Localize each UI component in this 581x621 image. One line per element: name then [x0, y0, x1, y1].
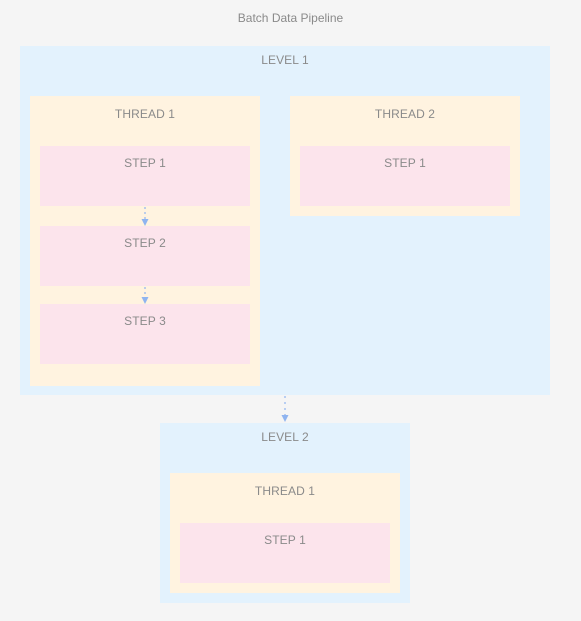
arrow-level1-to-level2 — [281, 396, 289, 422]
level-1-thread-1: THREAD 1 STEP 1 STEP 2 STEP 3 — [30, 96, 260, 386]
level-1-label: LEVEL 1 — [261, 53, 309, 67]
level-2-label: LEVEL 2 — [261, 430, 309, 444]
level-2-thread-1-label: THREAD 1 — [254, 484, 316, 498]
level-2-thread-1: THREAD 1 STEP 1 — [170, 473, 400, 593]
thread-1-label: THREAD 1 — [114, 107, 176, 121]
step-label: STEP 1 — [384, 156, 426, 170]
level-1-container: LEVEL 1 THREAD 1 STEP 1 STEP 2 STEP 3 TH… — [20, 46, 550, 395]
thread-1-step-1: STEP 1 — [40, 146, 250, 206]
step-label: STEP 2 — [124, 236, 166, 250]
level-2-thread-1-step-1: STEP 1 — [180, 523, 390, 583]
thread-1-step-3: STEP 3 — [40, 304, 250, 364]
step-label: STEP 1 — [264, 533, 306, 547]
thread-1-step-2: STEP 2 — [40, 226, 250, 286]
step-label: STEP 3 — [124, 314, 166, 328]
level-1-thread-2: THREAD 2 STEP 1 — [290, 96, 520, 216]
thread-2-label: THREAD 2 — [374, 107, 436, 121]
thread-2-step-1: STEP 1 — [300, 146, 510, 206]
level-2-container: LEVEL 2 THREAD 1 STEP 1 — [160, 423, 410, 603]
step-label: STEP 1 — [124, 156, 166, 170]
diagram-title: Batch Data Pipeline — [237, 11, 344, 25]
